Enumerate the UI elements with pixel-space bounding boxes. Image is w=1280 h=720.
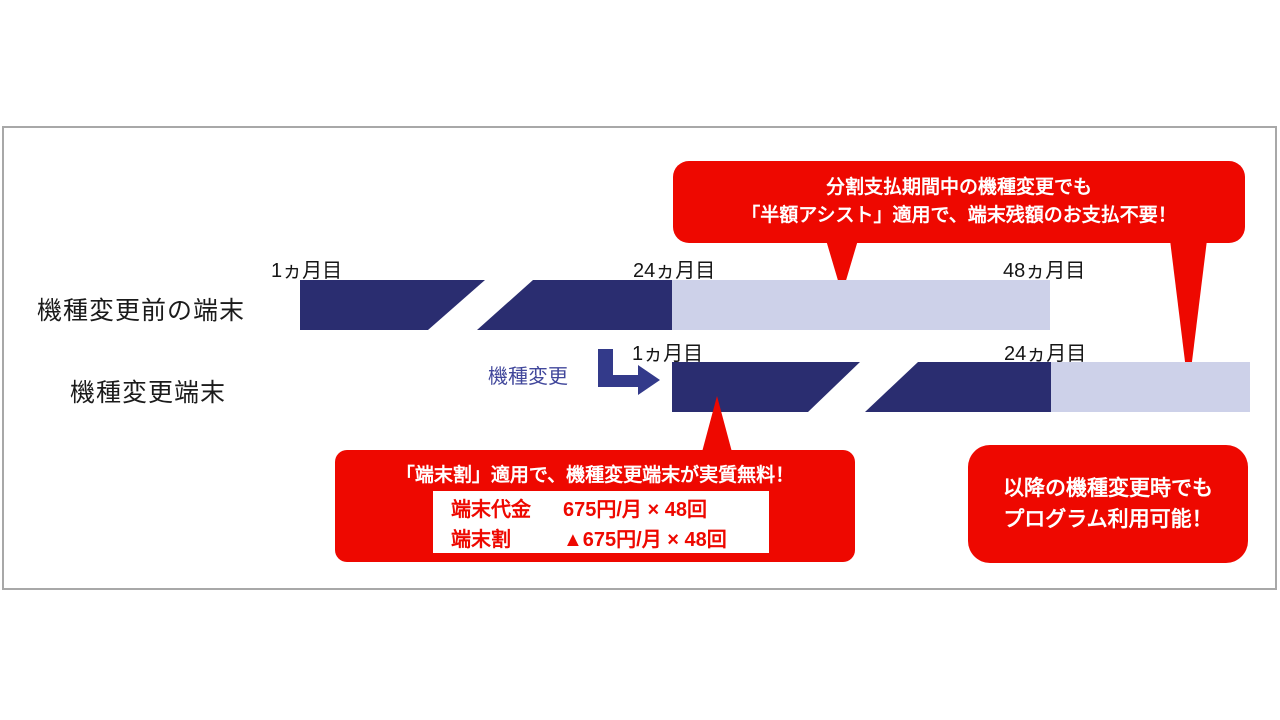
bottom-right-callout-line1: 以降の機種変更時でも	[1003, 476, 1213, 500]
price-row-value: ▲675円/月 × 48回	[563, 528, 727, 551]
row1-tick-month24: 24ヵ月目	[633, 260, 716, 282]
price-row-label: 端末代金	[451, 498, 531, 521]
price-row-value: 675円/月 × 48回	[563, 498, 707, 521]
top-callout-line2: 「半額アシスト」適用で、端末残額のお支払不要！	[741, 205, 1177, 226]
bottom-right-callout-line2: プログラム利用可能！	[1003, 508, 1213, 531]
price-row: 端末割 ▲675円/月 × 48回	[451, 523, 769, 552]
bottom-right-callout: 以降の機種変更時でも プログラム利用可能！	[968, 445, 1248, 563]
price-row-label: 端末割	[451, 528, 511, 551]
model-change-label: 機種変更	[488, 366, 568, 388]
price-row: 端末代金 675円/月 × 48回	[451, 493, 769, 522]
row1-label: 機種変更前の端末	[37, 297, 246, 325]
bottom-left-callout-title: 「端末割」適用で、機種変更端末が実質無料！	[395, 465, 795, 486]
price-box: 端末代金 675円/月 × 48回 端末割 ▲675円/月 × 48回	[433, 491, 769, 553]
row1-tick-month1: 1ヵ月目	[271, 260, 343, 282]
row2-label: 機種変更端末	[70, 379, 227, 407]
top-callout: 分割支払期間中の機種変更でも 「半額アシスト」適用で、端末残額のお支払不要！	[673, 161, 1245, 243]
bottom-left-callout: 「端末割」適用で、機種変更端末が実質無料！ 端末代金 675円/月 × 48回 …	[335, 450, 855, 562]
top-callout-line1: 分割支払期間中の機種変更でも	[825, 177, 1092, 199]
row1-bar-remainder-segment	[672, 280, 1050, 330]
row2-tick-month1: 1ヵ月目	[632, 343, 704, 365]
row2-tick-month24: 24ヵ月目	[1004, 343, 1087, 365]
row2-bar-remainder-segment	[1051, 362, 1250, 412]
row1-tick-month48: 48ヵ月目	[1003, 260, 1086, 282]
